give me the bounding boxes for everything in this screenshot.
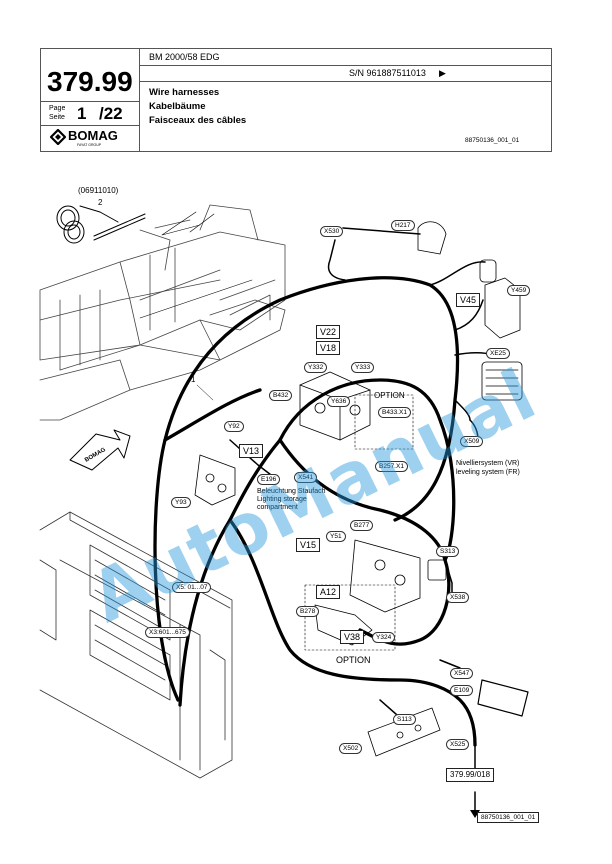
label-a12: A12	[316, 585, 341, 599]
option-box	[354, 394, 414, 450]
label-x530: X530	[320, 226, 344, 237]
item-1: 1	[191, 375, 196, 384]
label-b433: B433.X1	[378, 407, 411, 418]
title-fr: Faisceaux des câbles	[149, 115, 247, 126]
label-s113: S113	[393, 714, 416, 725]
label-y332: Y332	[304, 362, 328, 373]
drawing-number: 88750136_001_01	[465, 137, 520, 144]
label-y636: Y636	[327, 396, 351, 407]
label-x5: X5: 01...07	[172, 582, 212, 593]
module-xe25	[481, 361, 523, 401]
lamp-e109	[477, 679, 529, 717]
label-e196: E196	[257, 474, 281, 485]
page-number: 379.99	[47, 66, 133, 97]
page-label-en: Page	[49, 105, 66, 112]
label-x509: X509	[460, 436, 484, 447]
label-b257: B257.X1	[375, 461, 408, 472]
label-x3: X3:601...675	[145, 627, 190, 638]
label-v13: V13	[239, 444, 264, 458]
switch-s313	[427, 559, 447, 581]
label-b278: B278	[296, 606, 320, 617]
model: BM 2000/58 EDG	[149, 52, 220, 62]
divider	[41, 125, 139, 126]
lighting-de: Beleuchtung Staufach	[257, 488, 326, 495]
serial-arrow-icon: ▶	[439, 68, 446, 78]
brand-name: BOMAG	[68, 128, 118, 143]
item-2: 2	[98, 198, 103, 207]
title-block: 379.99 Page Seite 1 /22 BOMAG FAYAT GROU…	[40, 48, 552, 152]
serial-number: S/N 961887511013	[349, 68, 426, 78]
label-y51: Y51	[326, 531, 346, 542]
label-v38: V38	[340, 630, 365, 644]
label-v18: V18	[316, 341, 341, 355]
divider	[41, 101, 139, 102]
label-x547: X547	[450, 668, 474, 679]
label-y93: Y93	[171, 497, 191, 508]
label-v15: V15	[296, 538, 321, 552]
title-en: Wire harnesses	[149, 87, 220, 98]
bottom-drawing-ref: 88750136_001_01	[477, 812, 540, 823]
machine-outline	[39, 204, 286, 421]
valve-block-v15	[349, 539, 421, 613]
label-y92: Y92	[224, 421, 244, 432]
label-s313: S313	[436, 546, 460, 557]
bomag-logo-icon	[50, 129, 66, 145]
leveling-de: Nivelliersystem (VR)	[456, 460, 520, 467]
label-e109: E109	[450, 685, 474, 696]
beacon-icon	[417, 221, 447, 255]
divider	[139, 49, 140, 151]
page-total: /22	[99, 104, 123, 123]
label-x502: X502	[339, 743, 363, 754]
label-b277: B277	[350, 520, 374, 531]
title-de: Kabelbäume	[149, 101, 206, 112]
reference-page-link[interactable]: 379.99/018	[446, 768, 495, 782]
label-v22: V22	[316, 325, 341, 339]
lighting-en-2: compartment	[257, 504, 298, 511]
label-b432: B432	[269, 390, 293, 401]
part-ref: (06911010)	[78, 186, 119, 195]
label-x541: X541	[294, 472, 318, 483]
label-xe25: XE25	[486, 348, 510, 359]
control-cabinet	[39, 511, 233, 779]
label-y324: Y324	[372, 632, 396, 643]
page-label-de: Seite	[49, 114, 65, 121]
label-h217: H217	[391, 220, 415, 231]
cable-tie-icon	[56, 205, 146, 244]
brand-sub: FAYAT GROUP	[77, 143, 102, 147]
divider	[139, 81, 551, 82]
leveling-en: leveling system (FR)	[456, 469, 520, 476]
label-x525: X525	[446, 739, 470, 750]
label-x538: X538	[446, 592, 470, 603]
page-index: 1	[77, 104, 87, 123]
direction-arrow	[69, 429, 131, 471]
divider	[139, 65, 551, 66]
option-label: OPTION	[374, 391, 405, 400]
label-v45: V45	[456, 293, 481, 307]
valve-block-v13	[194, 454, 236, 506]
option-label-2: OPTION	[336, 655, 371, 665]
label-y333: Y333	[351, 362, 375, 373]
valve-block-v45	[479, 259, 521, 339]
option-box	[304, 584, 396, 651]
arrow-brand-text: BOMAG	[84, 447, 107, 464]
lighting-en-1: Lighting storage	[257, 496, 307, 503]
label-y459: Y459	[507, 285, 531, 296]
